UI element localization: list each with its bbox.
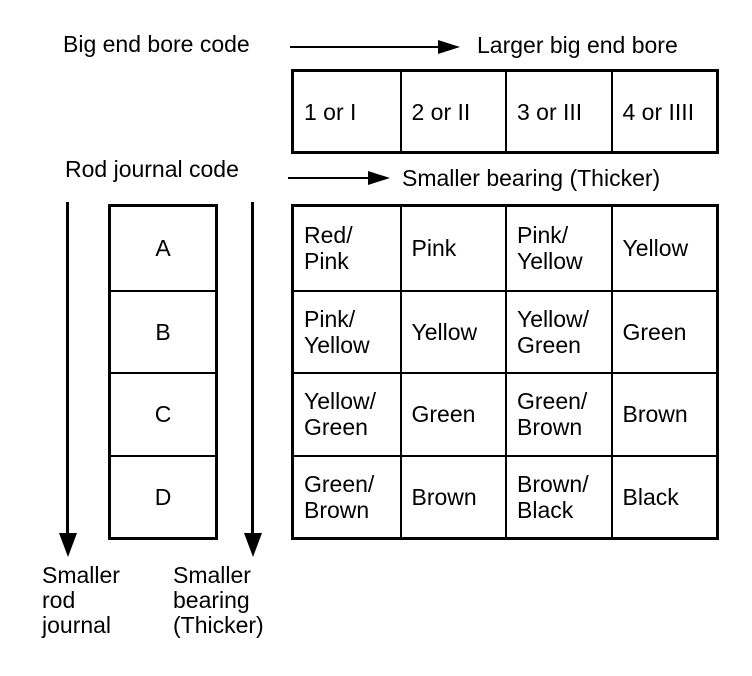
header-cell: 4 or IIII bbox=[610, 72, 717, 151]
bearing-cell: Pink/ Yellow bbox=[505, 207, 611, 290]
arrow-head bbox=[244, 533, 262, 557]
smaller-bearing-row-label: Smaller bearing (Thicker) bbox=[402, 165, 661, 191]
arrow-shaft bbox=[288, 177, 368, 179]
bearing-cell: Green/ Brown bbox=[294, 454, 400, 538]
journal-code-cell: A bbox=[155, 235, 171, 262]
arrow-shaft bbox=[66, 202, 69, 534]
bearing-cell: Pink/ Yellow bbox=[294, 289, 400, 373]
bearing-cell: Brown bbox=[610, 372, 716, 455]
bearing-cell: Brown bbox=[399, 454, 505, 537]
arrow-head bbox=[59, 533, 77, 557]
journal-code-cell: D bbox=[111, 454, 215, 538]
bearing-cell: Brown/ Black bbox=[505, 454, 611, 537]
arrow-shaft bbox=[251, 202, 254, 534]
big-end-bore-code-label: Big end bore code bbox=[63, 31, 250, 57]
bearing-cell: Yellow bbox=[399, 289, 505, 372]
right-arrow-icon bbox=[288, 170, 390, 186]
bearing-cell: Green bbox=[399, 372, 505, 455]
smaller-rod-journal-label: Smaller rod journal bbox=[42, 562, 120, 638]
bearing-cell: Green/ Brown bbox=[505, 372, 611, 455]
arrow-shaft bbox=[290, 46, 438, 48]
arrow-head bbox=[438, 40, 460, 54]
header-cell: 1 or I bbox=[304, 98, 357, 125]
bearing-cell: Yellow/ Green bbox=[294, 372, 400, 455]
smaller-bearing-col-label: Smaller bearing (Thicker) bbox=[173, 562, 264, 638]
journal-code-cell: C bbox=[111, 372, 215, 455]
arrow-head bbox=[368, 171, 390, 185]
bearing-cell: Red/ Pink bbox=[304, 222, 353, 275]
larger-big-end-bore-label: Larger big end bore bbox=[477, 32, 678, 58]
bearing-cell: Pink bbox=[399, 207, 506, 290]
header-cell: 3 or III bbox=[505, 72, 611, 151]
bearing-cell: Yellow bbox=[610, 207, 717, 290]
header-cell: 2 or II bbox=[399, 72, 506, 151]
bearing-cell: Green bbox=[610, 289, 716, 372]
right-arrow-icon bbox=[290, 39, 460, 55]
big-end-bore-header-table: 1 or I 2 or II 3 or III 4 or IIII bbox=[291, 69, 719, 154]
journal-code-cell: B bbox=[111, 289, 215, 373]
bearing-cell: Yellow/ Green bbox=[505, 289, 611, 372]
rod-journal-code-table: A B C D bbox=[108, 204, 218, 540]
bearing-color-table: Red/ Pink Pink Pink/ Yellow Yellow Pink/… bbox=[291, 204, 719, 540]
rod-journal-code-label: Rod journal code bbox=[65, 156, 239, 182]
bearing-cell: Black bbox=[610, 454, 716, 537]
